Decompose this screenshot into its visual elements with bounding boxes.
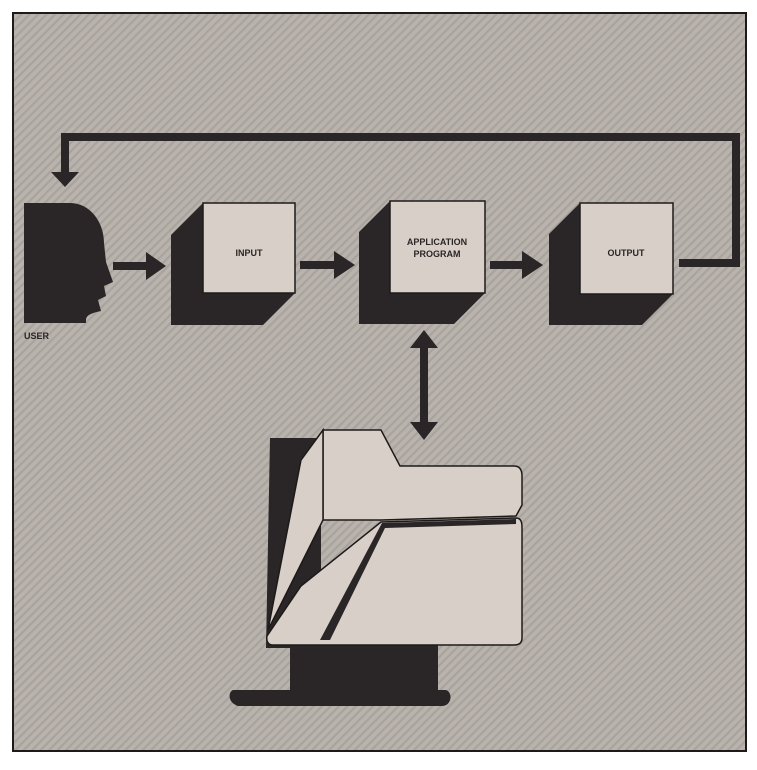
output-label: OUTPUT [608, 248, 646, 258]
computer-terminal-icon [229, 427, 523, 706]
application-label-line1: APPLICATION [407, 237, 467, 247]
application-label-line2: PROGRAM [414, 249, 461, 259]
input-label: INPUT [236, 248, 264, 258]
arrow-application-computer [410, 330, 438, 440]
input-box: INPUT [171, 202, 296, 325]
user-label: USER [24, 331, 50, 341]
arrow-user-to-input [113, 252, 166, 280]
output-box: OUTPUT [549, 202, 674, 325]
user-head-icon [24, 203, 113, 323]
arrow-application-to-output [490, 251, 543, 279]
feedback-arrow [51, 133, 740, 267]
application-program-box: APPLICATION PROGRAM [359, 200, 486, 324]
arrow-input-to-application [300, 251, 355, 279]
